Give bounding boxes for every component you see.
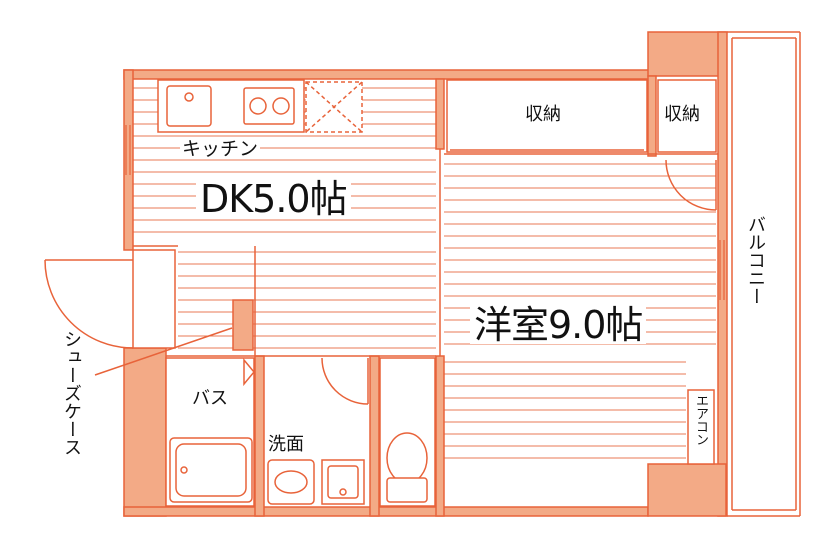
washroom-door bbox=[321, 357, 369, 405]
bath-fixtures bbox=[165, 357, 255, 507]
washroom-label: 洗面 bbox=[268, 434, 304, 455]
wall-wash-right bbox=[369, 355, 380, 517]
wall-right-column bbox=[717, 31, 728, 517]
wall-left-top bbox=[123, 69, 134, 251]
toilet-tank bbox=[386, 477, 428, 503]
wall-right-top-block bbox=[647, 31, 727, 77]
wall-storage-divider bbox=[647, 75, 657, 157]
wall-bottom bbox=[123, 506, 649, 517]
storage-left bbox=[446, 79, 648, 153]
kitchen-label: キッチン bbox=[180, 138, 261, 160]
kitchen-counter bbox=[157, 79, 363, 133]
toilet bbox=[379, 357, 436, 507]
toilet-bowl bbox=[386, 432, 428, 484]
bath-label: バス bbox=[192, 388, 228, 409]
western-room-label: 洋室9.0帖 bbox=[470, 306, 647, 344]
storage-units bbox=[446, 79, 717, 153]
storage-right bbox=[657, 79, 717, 153]
partitions bbox=[132, 31, 801, 517]
wall-left-bottom bbox=[123, 347, 167, 517]
entrance-door-arc bbox=[44, 259, 134, 349]
wall-right-bottom-block bbox=[647, 463, 727, 517]
sink-drain bbox=[184, 92, 194, 102]
bath-drain bbox=[180, 466, 188, 474]
wall-bath-right bbox=[254, 355, 265, 517]
entrance-step bbox=[132, 249, 176, 349]
washing-machine-drain bbox=[339, 488, 347, 496]
entrance-door bbox=[44, 259, 134, 349]
aircon-label: エアコン bbox=[693, 394, 708, 446]
shoe-case-label: シューズケース bbox=[61, 330, 82, 456]
wall-dk-room-divider bbox=[435, 78, 445, 150]
washing-machine-inner bbox=[327, 465, 359, 499]
stove-burner-left bbox=[249, 97, 267, 115]
wall-top bbox=[123, 69, 653, 80]
washbasin bbox=[274, 470, 308, 494]
western-room-floor-hatching bbox=[444, 163, 716, 459]
balcony-label: バルコニー bbox=[745, 215, 766, 305]
room-door bbox=[665, 159, 717, 211]
room-door-arc bbox=[665, 159, 717, 211]
stove bbox=[243, 87, 295, 125]
wall-bath-block bbox=[232, 299, 254, 351]
wash-fixtures bbox=[267, 459, 365, 505]
storage-right-label: 収納 bbox=[664, 104, 700, 125]
bath-door-marker bbox=[243, 357, 255, 387]
shoe-case-leader bbox=[94, 327, 233, 376]
wall-toilet-right bbox=[435, 355, 445, 517]
stove-burner-right bbox=[272, 97, 290, 115]
sink bbox=[166, 85, 212, 127]
fridge-cross-b bbox=[305, 81, 363, 133]
aircon-unit bbox=[687, 389, 715, 465]
dk-room-label: DK5.0帖 bbox=[196, 180, 351, 218]
storage-left-label: 収納 bbox=[525, 104, 561, 125]
walls bbox=[123, 31, 728, 517]
hall-floor-hatching bbox=[178, 251, 436, 349]
bathtub-inner bbox=[175, 443, 247, 497]
washroom-door-arc bbox=[321, 357, 369, 405]
windows bbox=[125, 125, 725, 300]
